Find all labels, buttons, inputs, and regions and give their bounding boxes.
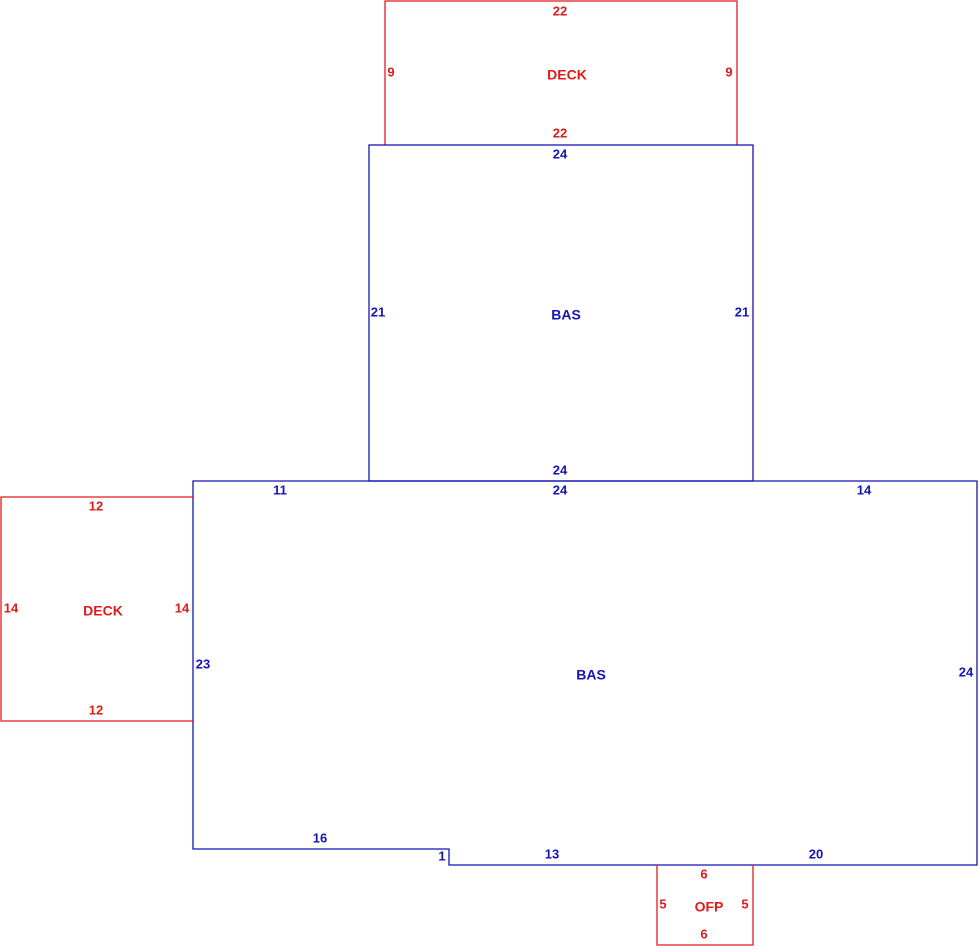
bas-main-dim-top-right: 14 — [857, 482, 872, 497]
deck-top-dim-top: 22 — [553, 3, 567, 18]
bas-main-dim-bottom-mid: 13 — [545, 846, 559, 861]
ofp-dim-bottom: 6 — [700, 926, 707, 941]
ofp-outline — [656, 865, 754, 946]
deck-left-dim-top: 12 — [89, 498, 103, 513]
bas-upper-area: BAS 24 21 21 24 — [368, 144, 754, 482]
bas-main-dim-bottom-left: 16 — [313, 830, 327, 845]
bas-upper-dim-bottom: 24 — [553, 462, 568, 477]
deck-top-dim-left: 9 — [387, 64, 394, 79]
ofp-dim-left: 5 — [659, 896, 666, 911]
bas-main-dim-step: 1 — [438, 848, 445, 863]
bas-upper-dim-right: 21 — [735, 304, 749, 319]
bas-main-outline — [192, 480, 978, 866]
deck-left-label: DECK — [83, 603, 123, 619]
deck-left-outline — [0, 496, 193, 722]
bas-main-dim-bottom-right: 20 — [809, 846, 823, 861]
ofp-area: OFP 6 5 5 6 — [656, 865, 754, 946]
deck-top-dim-bottom: 22 — [553, 125, 567, 140]
ofp-dim-right: 5 — [741, 896, 748, 911]
bas-upper-label: BAS — [551, 307, 581, 323]
deck-top-outline — [384, 0, 738, 145]
ofp-dim-top: 6 — [700, 866, 707, 881]
bas-upper-dim-top: 24 — [553, 146, 568, 161]
bas-main-area: BAS 11 24 14 23 24 16 1 13 20 — [192, 480, 978, 866]
deck-left-dim-left: 14 — [4, 600, 19, 615]
deck-left-area: DECK 12 14 14 12 — [0, 496, 193, 722]
bas-main-dim-top-left: 11 — [273, 482, 287, 497]
ofp-label: OFP — [695, 899, 724, 915]
deck-top-area: DECK 22 9 9 22 — [384, 0, 738, 145]
bas-main-dim-right: 24 — [959, 664, 974, 679]
deck-left-dim-right: 14 — [175, 600, 190, 615]
bas-main-label: BAS — [576, 667, 606, 683]
bas-upper-dim-left: 21 — [371, 304, 385, 319]
bas-main-dim-left: 23 — [196, 656, 210, 671]
bas-main-dim-top-mid: 24 — [553, 482, 568, 497]
deck-top-dim-right: 9 — [725, 64, 732, 79]
deck-top-label: DECK — [547, 67, 587, 83]
deck-left-dim-bottom: 12 — [89, 702, 103, 717]
